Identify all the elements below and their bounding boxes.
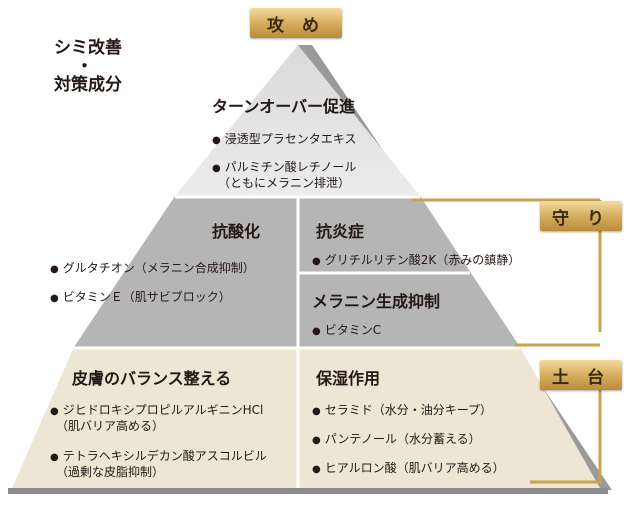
section-heading: シミ改善 ・ 対策成分 xyxy=(54,36,122,98)
heading-line1: シミ改善 xyxy=(54,38,122,58)
heading-line2: 対策成分 xyxy=(54,75,122,95)
ingredient-item: セラミド（水分・油分キープ） xyxy=(312,402,492,420)
ingredient-item: グリチルリチン酸2K（赤みの鎮静） xyxy=(312,252,521,270)
ingredient-note: （ともにメラニン排泄） xyxy=(218,176,351,190)
antioxidant-title: 抗酸化 xyxy=(212,222,261,241)
ingredient-item: ジヒドロキシプロピルアルギニンHCl xyxy=(50,402,264,420)
ingredient-item: 浸透型プラセンタエキス xyxy=(212,131,357,149)
heading-dot: ・ xyxy=(76,57,93,77)
skin-balance-title: 皮膚のバランス整える xyxy=(72,369,232,388)
ingredient-item: ビタミンC xyxy=(312,322,381,340)
base-badge: 土 台 xyxy=(540,360,622,390)
ingredient-item: パルミチン酸レチノール xyxy=(212,159,357,177)
ingredient-note: （肌バリア高める） xyxy=(56,419,165,433)
defend-badge: 守 り xyxy=(540,201,622,231)
attack-badge: 攻 め xyxy=(250,8,342,38)
anti-inflammatory-title: 抗炎症 xyxy=(316,222,365,241)
moisturizing-title: 保湿作用 xyxy=(316,369,381,388)
pyramid-base xyxy=(8,488,608,494)
ingredient-item: テトラヘキシルデカン酸アスコルビル xyxy=(50,448,267,466)
ingredient-item: パンテノール（水分蓄える） xyxy=(312,431,481,449)
ingredient-note: （過剰な皮脂抑制） xyxy=(56,465,165,479)
turnover-title: ターンオーバー促進 xyxy=(212,97,356,116)
ingredient-item: グルタチオン（メラニン合成抑制） xyxy=(50,260,255,278)
ingredient-item: ヒアルロン酸（肌バリア高める） xyxy=(312,460,505,478)
ingredient-item: ビタミンＥ（肌サビブロック） xyxy=(50,289,231,307)
melanin-inhibition-title: メラニン生成抑制 xyxy=(312,292,441,311)
